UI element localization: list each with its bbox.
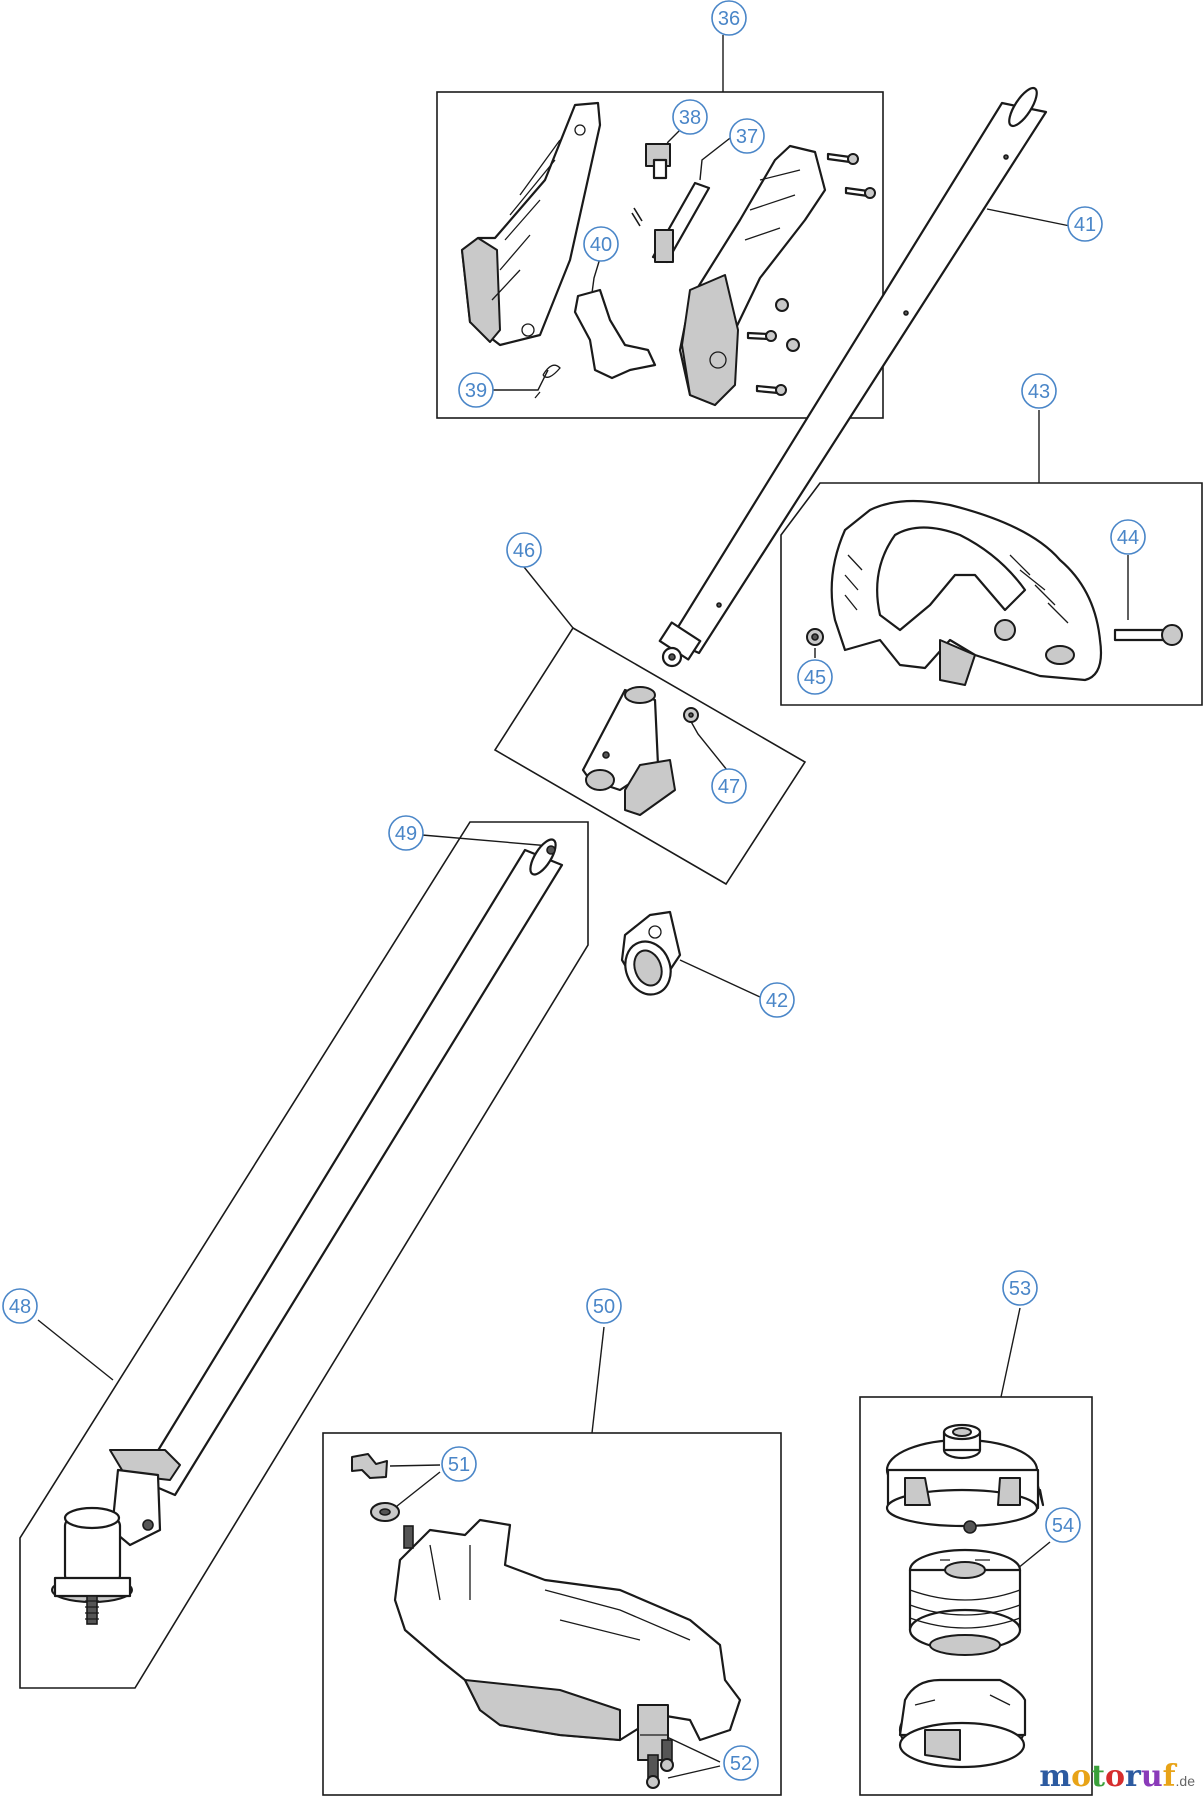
switch-lever xyxy=(631,181,711,264)
callout-47: 47 xyxy=(711,768,747,804)
callout-label: 54 xyxy=(1052,1515,1074,1537)
callout-label: 41 xyxy=(1074,214,1096,236)
callout-41: 41 xyxy=(1067,206,1103,242)
trigger-spring xyxy=(534,364,561,399)
group-box-50 xyxy=(322,1432,782,1796)
callout-label: 36 xyxy=(718,8,740,30)
callout-37: 37 xyxy=(729,118,765,154)
spool-housing xyxy=(898,1678,1027,1769)
callout-label: 45 xyxy=(804,667,826,689)
housing-screws xyxy=(746,152,876,396)
upper-shaft xyxy=(658,86,1048,668)
callout-40: 40 xyxy=(583,226,619,262)
watermark-letter: o xyxy=(1071,1759,1092,1794)
watermark-letter: r xyxy=(1125,1759,1141,1794)
handle-housing-left xyxy=(460,101,602,347)
callout-label: 51 xyxy=(448,1454,470,1476)
callout-label: 48 xyxy=(9,1296,31,1318)
callout-52: 52 xyxy=(723,1745,759,1781)
callout-42: 42 xyxy=(759,982,795,1018)
group-box-48 xyxy=(19,821,589,1689)
spool-cover xyxy=(885,1423,1045,1534)
watermark-letter: u xyxy=(1140,1759,1163,1794)
callout-label: 47 xyxy=(718,776,740,798)
callout-53: 53 xyxy=(1002,1270,1038,1306)
handle-housing-right xyxy=(678,144,827,407)
watermark-letter: f xyxy=(1162,1759,1176,1794)
callout-label: 43 xyxy=(1028,381,1050,403)
callout-44: 44 xyxy=(1110,519,1146,555)
callout-label: 50 xyxy=(593,1296,615,1318)
group-box-36 xyxy=(436,91,884,419)
callout-label: 38 xyxy=(679,107,701,129)
gearbox xyxy=(51,1449,181,1625)
callout-46: 46 xyxy=(506,532,542,568)
motoruf-watermark: motoruf.de xyxy=(1039,1759,1195,1794)
guard-screws xyxy=(646,1739,674,1789)
watermark-letter: m xyxy=(1039,1759,1072,1794)
callout-label: 40 xyxy=(590,234,612,256)
callout-49: 49 xyxy=(388,815,424,851)
callout-51: 51 xyxy=(441,1446,477,1482)
callout-label: 53 xyxy=(1009,1278,1031,1300)
callout-39: 39 xyxy=(458,372,494,408)
group-box-53 xyxy=(859,1396,1093,1796)
callout-48: 48 xyxy=(2,1288,38,1324)
spool xyxy=(908,1548,1022,1656)
callout-label: 39 xyxy=(465,380,487,402)
group-box-46 xyxy=(493,626,807,886)
handle-bolt xyxy=(1113,624,1183,646)
callout-50: 50 xyxy=(586,1288,622,1324)
callout-label: 42 xyxy=(766,990,788,1012)
coupler-screw xyxy=(683,707,699,723)
watermark-letter: t xyxy=(1091,1759,1105,1794)
guard-stud xyxy=(403,1525,414,1549)
collar xyxy=(620,910,682,996)
callout-label: 37 xyxy=(736,126,758,148)
watermark-suffix: .de xyxy=(1175,1773,1195,1789)
callout-36: 36 xyxy=(711,0,747,36)
switch-button xyxy=(645,143,671,180)
callout-label: 44 xyxy=(1117,527,1139,549)
guard xyxy=(393,1518,742,1761)
trigger xyxy=(573,288,657,380)
lower-shaft xyxy=(138,838,564,1497)
callout-43: 43 xyxy=(1021,373,1057,409)
assist-handle xyxy=(830,499,1103,686)
handle-nut xyxy=(806,628,824,646)
callout-54: 54 xyxy=(1045,1507,1081,1543)
guard-wing-nut xyxy=(351,1453,388,1479)
watermark-letter: o xyxy=(1104,1759,1125,1794)
callout-label: 49 xyxy=(395,823,417,845)
group-box-43 xyxy=(780,482,1203,706)
callout-label: 52 xyxy=(730,1753,752,1775)
coupler xyxy=(581,686,676,816)
callout-label: 46 xyxy=(513,540,535,562)
callout-45: 45 xyxy=(797,659,833,695)
callout-38: 38 xyxy=(672,99,708,135)
guard-washer xyxy=(370,1502,400,1522)
